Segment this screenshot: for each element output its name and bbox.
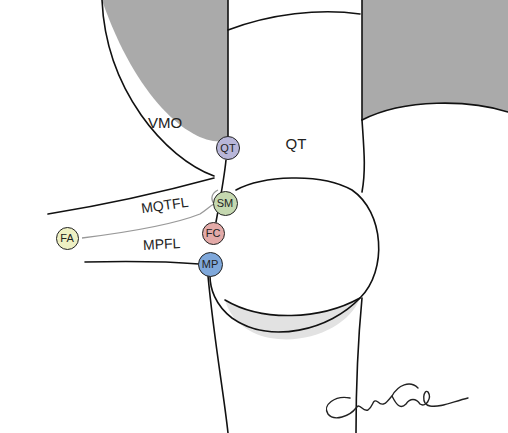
vmo-border — [102, 0, 214, 176]
vmo-muscle — [102, 0, 228, 141]
anatomic-point-circle: FA — [56, 227, 79, 250]
ligament-line — [82, 190, 218, 238]
patella-lower-edge — [225, 298, 360, 316]
qt-lateral-line — [361, 0, 363, 120]
signature — [327, 391, 468, 417]
point-abbreviation: FA — [60, 233, 73, 244]
anatomic-point-circle: FC — [202, 222, 225, 245]
ligament-label: MQTFL — [141, 195, 190, 215]
patella — [210, 178, 379, 332]
lateral-muscle — [362, 0, 508, 120]
anatomic-point-circle: SM — [213, 191, 238, 216]
muscle-label: VMO — [148, 115, 182, 130]
qt-lateral-line — [362, 120, 364, 192]
patellar-tendon — [208, 276, 228, 433]
point-abbreviation: MP — [202, 259, 219, 270]
qt-medial-line — [227, 0, 229, 136]
point-abbreviation: QT — [220, 143, 235, 154]
patellar-tendon — [356, 298, 362, 433]
point-abbreviation: FC — [206, 228, 221, 239]
anatomic-point-circle: MP — [198, 252, 223, 277]
signature — [392, 384, 418, 396]
mpfl-border — [85, 262, 199, 264]
qt-top-line — [228, 12, 360, 30]
tendon-label: QT — [286, 136, 307, 151]
ligament-label: MPFL — [143, 236, 181, 252]
lateral-muscle-border — [362, 103, 508, 120]
point-abbreviation: SM — [217, 198, 234, 209]
patella-shade — [225, 298, 360, 339]
anatomic-point-circle: QT — [216, 136, 240, 160]
